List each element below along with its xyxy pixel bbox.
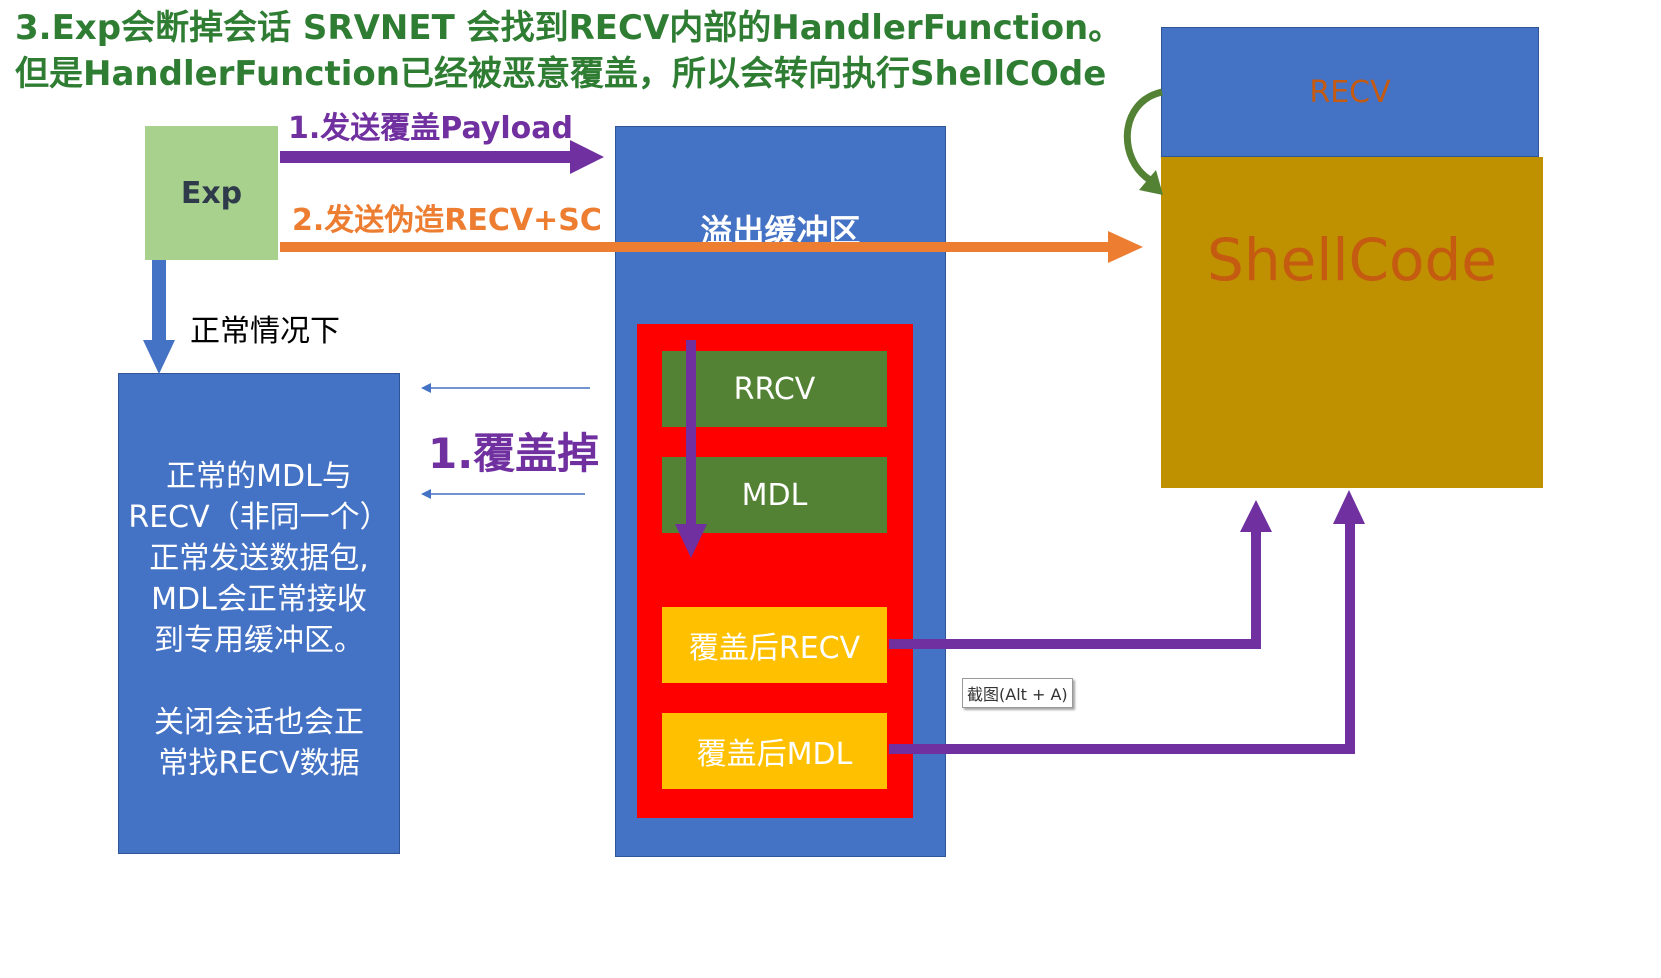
overwritten-mdl-label: 覆盖后MDL bbox=[696, 737, 853, 772]
send-fake-recv-label: 2.发送伪造RECV+SC bbox=[292, 203, 602, 238]
normal-case-label: 正常情况下 bbox=[190, 314, 340, 349]
normal-case-line: 正常发送数据包, bbox=[149, 541, 369, 576]
normal-case-line: RECV（非同一个） bbox=[128, 500, 390, 535]
overwrite-down-arrow bbox=[675, 340, 707, 558]
exp-box: Exp bbox=[145, 126, 278, 260]
send-fake-recv-arrow bbox=[280, 231, 1143, 263]
overwrite-arrow-top bbox=[421, 383, 590, 393]
send-payload-label: 1.发送覆盖Payload bbox=[288, 111, 573, 146]
overwritten-recv-label: 覆盖后RECV bbox=[688, 631, 861, 666]
tooltip-text: 截图(Alt + A) bbox=[967, 685, 1068, 704]
recv-to-shellcode-arrow bbox=[889, 500, 1272, 649]
send-payload-arrow bbox=[280, 140, 604, 174]
mdl-to-shellcode-arrow bbox=[889, 490, 1365, 754]
normal-case-line: 常找RECV数据 bbox=[158, 746, 360, 781]
mdl-label: MDL bbox=[741, 477, 808, 513]
overwrite-label: 1.覆盖掉 bbox=[428, 429, 600, 478]
rrcv-block: RRCV bbox=[662, 351, 887, 427]
rrcv-label: RRCV bbox=[733, 371, 816, 407]
normal-case-arrow bbox=[143, 260, 175, 374]
overwritten-mdl-block: 覆盖后MDL bbox=[662, 713, 887, 789]
recv-label: RECV bbox=[1309, 74, 1391, 110]
recv-block: RECV bbox=[1161, 27, 1539, 157]
title-line-2: 但是HandlerFunction已经被恶意覆盖，所以会转向执行ShellCOd… bbox=[15, 54, 1107, 94]
normal-case-line: 到专用缓冲区。 bbox=[154, 623, 364, 658]
normal-case-box: 正常的MDL与 RECV（非同一个） 正常发送数据包, MDL会正常接收 到专用… bbox=[118, 373, 400, 854]
normal-case-line: 正常的MDL与 bbox=[166, 459, 352, 494]
overwrite-arrow-bottom bbox=[421, 489, 585, 499]
exp-label: Exp bbox=[180, 175, 243, 211]
normal-case-line: MDL会正常接收 bbox=[151, 582, 367, 617]
overwritten-recv-block: 覆盖后RECV bbox=[662, 607, 887, 683]
shellcode-region bbox=[1161, 157, 1543, 488]
title-line-1: 3.Exp会断掉会话 SRVNET 会找到RECV内部的HandlerFunct… bbox=[15, 8, 1123, 48]
shellcode-label: ShellCode bbox=[1207, 226, 1497, 294]
mdl-block: MDL bbox=[662, 457, 887, 533]
recv-redirect-curve-arrow bbox=[1124, 88, 1164, 195]
screenshot-tooltip: 截图(Alt + A) bbox=[962, 678, 1073, 708]
normal-case-line: 关闭会话也会正 bbox=[154, 705, 364, 740]
